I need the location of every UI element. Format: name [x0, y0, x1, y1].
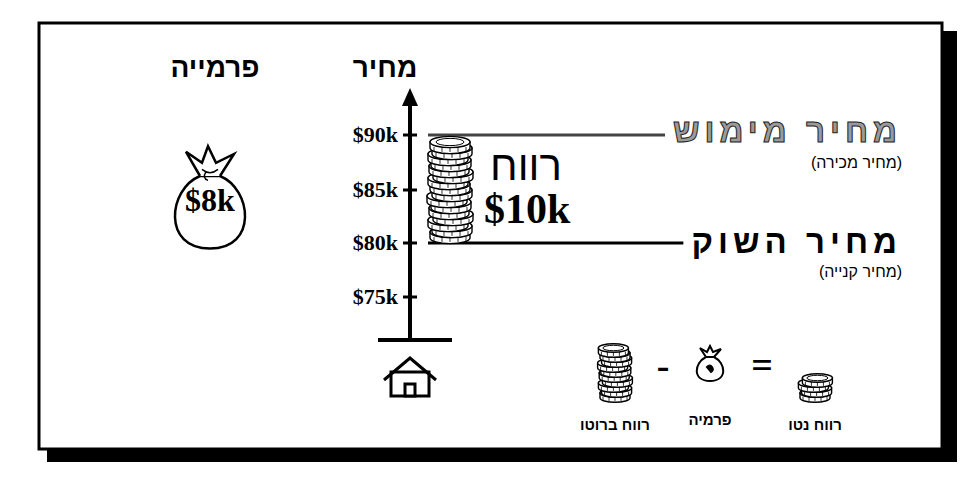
net-profit-label: רווח נטו	[780, 416, 850, 433]
premium-label: פרמיה	[688, 411, 731, 428]
premium-bag-icon	[697, 346, 724, 381]
axis-base	[378, 338, 452, 342]
market-price-note: (מחיר קנייה)	[819, 263, 902, 281]
tick-label: $75k	[353, 284, 398, 309]
premium-amount: $8k	[160, 182, 260, 219]
profit-word: רווח	[490, 142, 562, 190]
minus-sign: -	[657, 344, 670, 388]
strike-price-line	[428, 134, 665, 137]
net-profit-coins	[798, 374, 832, 402]
price-heading: מחיר	[353, 52, 418, 84]
frame	[39, 23, 942, 449]
market-price-label: מחיר השוק	[691, 223, 902, 261]
equals-sign: =	[751, 344, 773, 388]
strike-price-note: (מחיר מכירה)	[811, 154, 902, 172]
house-icon	[384, 358, 436, 396]
money-bag: $8k	[160, 143, 260, 253]
strike-price-label: מחיר מימוש	[673, 112, 902, 150]
tick-label: $90k	[353, 122, 398, 147]
tick-label: $80k	[353, 230, 398, 255]
profit-coin-stack	[427, 136, 473, 243]
axis-ticks	[403, 135, 417, 297]
gross-profit-label: רווח ברוטו	[580, 416, 650, 433]
premium-heading: פרמייה	[170, 52, 259, 84]
tick-label: $85k	[353, 177, 398, 202]
axis-arrowhead	[402, 88, 418, 106]
gross-profit-coins	[598, 344, 633, 402]
profit-amount: $10k	[484, 185, 570, 233]
